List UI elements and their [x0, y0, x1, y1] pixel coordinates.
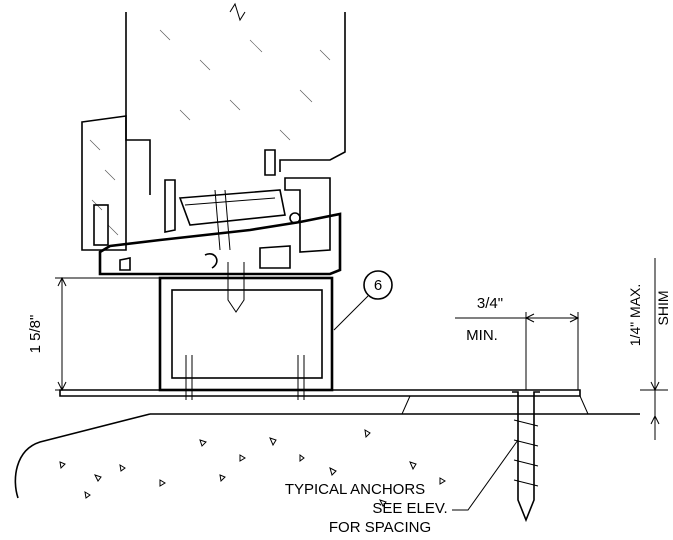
callout-6-number: 6 — [374, 277, 382, 294]
anchor-note: TYPICAL ANCHORS SEE ELEV. FOR SPACING — [285, 439, 519, 536]
callout-6: 6 — [333, 270, 393, 331]
dimension-1-5-8: 1 5/8" — [27, 276, 160, 392]
dimension-3-4-min: 3/4" MIN. — [455, 295, 580, 390]
note-line-1: TYPICAL ANCHORS — [285, 481, 425, 498]
dimension-shim: 1/4" MAX. SHIM — [627, 258, 671, 440]
dimension-min-label: MIN. — [466, 327, 498, 344]
dimension-1-5-8-label: 1 5/8" — [27, 315, 44, 354]
shim-max-label: 1/4" MAX. — [627, 284, 643, 347]
note-line-3: FOR SPACING — [329, 519, 431, 536]
interior-trim — [81, 115, 127, 251]
note-line-2: SEE ELEV. — [372, 500, 447, 517]
wood-sash-panel — [125, 2, 346, 195]
anchor-fastener — [512, 391, 540, 523]
shim-label: SHIM — [655, 291, 671, 326]
sill-receptor — [158, 262, 334, 400]
shim-and-slab — [14, 389, 640, 507]
frame-extrusion — [98, 149, 342, 276]
concrete-aggregate — [59, 429, 446, 507]
dimension-3-4-label: 3/4" — [477, 295, 503, 312]
